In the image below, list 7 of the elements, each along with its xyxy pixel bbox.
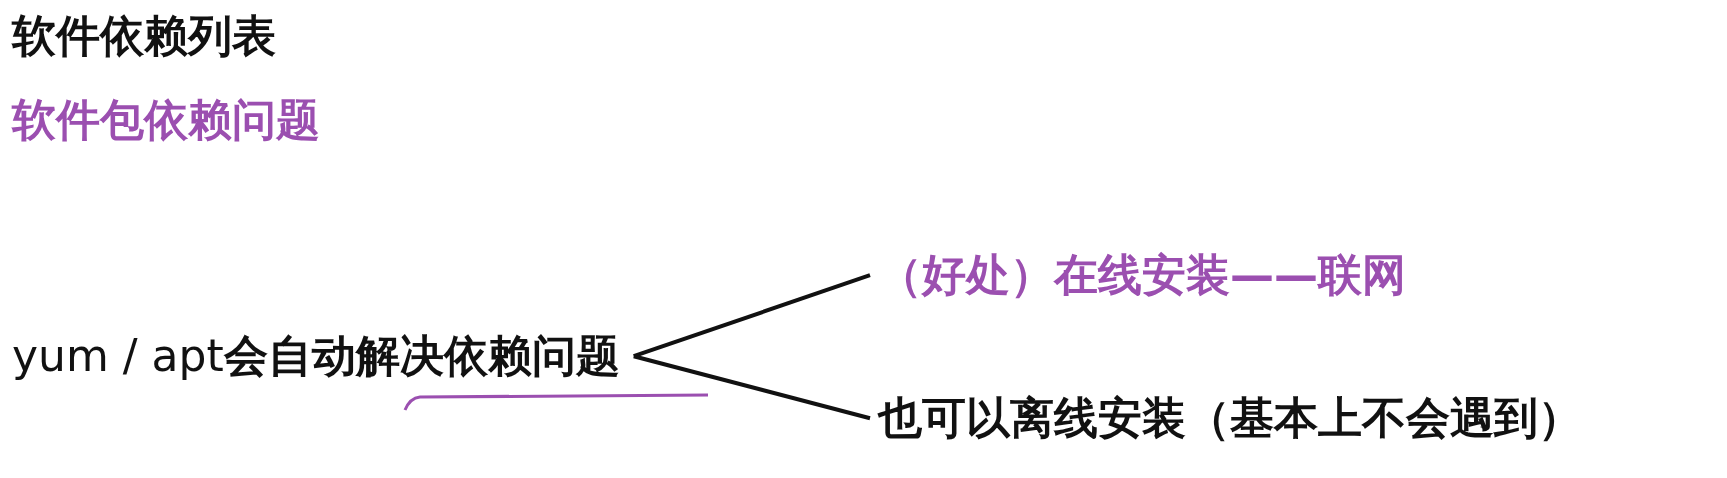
branch-line bbox=[633, 354, 871, 421]
subtitle: 软件包依赖问题 bbox=[12, 96, 320, 145]
branch-text: 也可以离线安装（基本上不会遇到） bbox=[878, 394, 1582, 443]
title: 软件依赖列表 bbox=[12, 12, 276, 61]
branch-text: yum / apt会自动解决依赖问题 bbox=[12, 332, 620, 381]
branch-text: （好处）在线安装——联网 bbox=[878, 251, 1406, 300]
branch-line bbox=[633, 273, 871, 359]
